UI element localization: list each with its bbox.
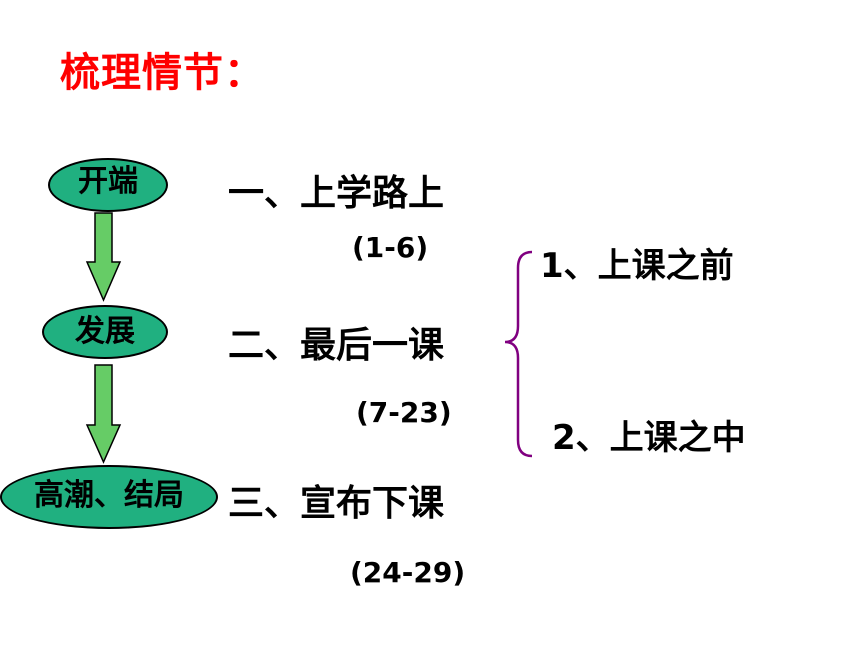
stage-beginning-label: 开端 (78, 164, 138, 199)
stage-development-label: 发展 (75, 314, 135, 349)
section-1: 一、上学路上 (228, 173, 445, 214)
arrow-down-1 (85, 212, 122, 302)
page-title: 梳理情节： (60, 50, 265, 96)
section-2-range: (7-23) (356, 396, 452, 429)
stage-development: 发展 (42, 305, 168, 359)
subsection-1: 1、上课之前 (540, 246, 734, 286)
stage-climax-ending: 高潮、结局 (0, 465, 218, 529)
arrow-down-2 (85, 364, 122, 464)
section-3: 三、宣布下课 (228, 483, 445, 524)
section-2: 二、最后一课 (228, 325, 445, 366)
subsection-2: 2、上课之中 (552, 418, 746, 458)
section-3-range: (24-29) (350, 556, 466, 589)
curly-brace (504, 250, 533, 458)
section-1-range: (1-6) (352, 231, 429, 264)
stage-beginning: 开端 (48, 158, 168, 212)
stage-climax-ending-label: 高潮、结局 (34, 478, 184, 513)
